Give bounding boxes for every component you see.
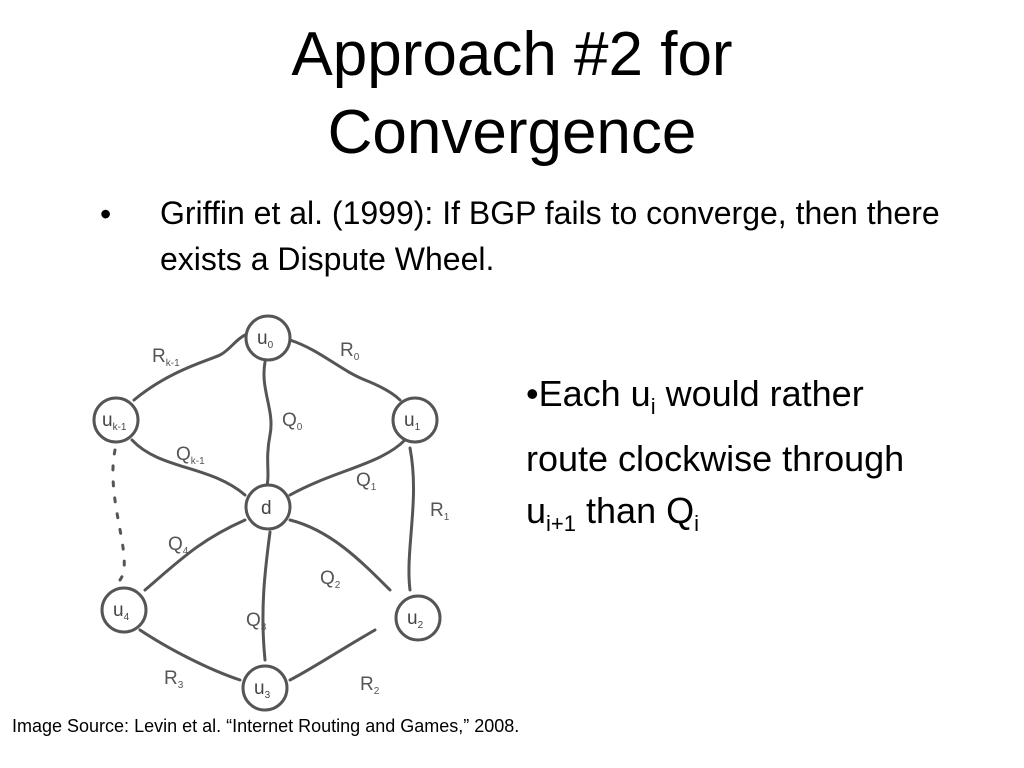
edge-d-u2	[288, 518, 392, 592]
title-line-2: Convergence	[327, 98, 697, 167]
side-text-part2: would rather route clockwise through u	[526, 373, 905, 532]
side-explanation: •Each ui would rather route clockwise th…	[526, 368, 906, 550]
wheel-edges	[111, 333, 415, 682]
node-u1-label: u1	[404, 410, 421, 433]
edge-d-u4	[143, 518, 247, 592]
edge-labels: Rk-1 R0 R1 R2 R3 Q0 Qk-1 Q1 Q2 Q3 Q4	[152, 340, 450, 697]
edge-u2-u3	[288, 628, 377, 682]
bullet-text: Griffin et al. (1999): If BGP fails to c…	[160, 195, 940, 277]
edge-label-r3: R3	[164, 668, 184, 691]
edge-uk1-u4	[111, 448, 126, 582]
image-source-caption: Image Source: Levin et al. “Internet Rou…	[12, 716, 520, 736]
node-labels: u0 u1 u2 u3 u4 uk-1 d	[102, 328, 424, 701]
edge-u1-u2	[407, 446, 415, 592]
node-uk1-circle	[92, 396, 140, 444]
edge-label-r1: R1	[430, 500, 450, 523]
node-u2-circle	[394, 594, 442, 642]
wheel-nodes	[92, 314, 442, 712]
node-u4-label: u4	[113, 600, 130, 623]
node-d-circle	[244, 483, 292, 531]
side-text-part1: •Each u	[526, 373, 651, 414]
title-line-1: Approach #2 for	[291, 20, 733, 89]
node-u0-label: u0	[257, 328, 274, 351]
side-text-part3: than Q	[576, 490, 695, 532]
node-u3-label: u3	[254, 678, 271, 701]
node-u1-circle	[391, 396, 439, 444]
edge-u0-u1	[288, 338, 402, 402]
edge-label-q2: Q2	[320, 568, 341, 591]
edge-label-q0: Q0	[282, 410, 303, 433]
edge-uk1-u0	[132, 333, 247, 402]
edge-uk1-d	[130, 438, 247, 497]
edge-label-q3: Q3	[246, 610, 267, 633]
edge-u0-d	[262, 360, 273, 487]
edge-u1-d	[288, 438, 407, 497]
edge-label-r0: R0	[340, 340, 360, 363]
node-u0-circle	[244, 314, 292, 362]
side-text-sub1: i	[650, 394, 656, 420]
node-uk1-label: uk-1	[102, 410, 127, 433]
edge-u4-u3	[138, 628, 242, 682]
node-d-label: d	[261, 498, 272, 519]
dispute-wheel-diagram: u0 u1 u2 u3 u4 uk-1 d Rk-1 R0 R1 R2 R3 Q…	[92, 314, 450, 712]
edge-label-q4: Q4	[168, 534, 189, 557]
bullet-symbol: •	[100, 196, 112, 232]
side-text-sub2: i+1	[546, 511, 577, 537]
edge-label-rk1: Rk-1	[152, 346, 180, 369]
node-u4-circle	[100, 586, 148, 634]
edge-label-r2: R2	[360, 674, 380, 697]
node-u2-label: u2	[407, 608, 424, 631]
slide-title: Approach #2 for Convergence	[0, 16, 1024, 172]
edge-d-u3	[261, 530, 272, 662]
side-text-sub3: i	[694, 511, 699, 537]
edge-label-qk1: Qk-1	[176, 444, 205, 467]
edge-label-q1: Q1	[356, 470, 377, 493]
node-u3-circle	[241, 664, 289, 712]
